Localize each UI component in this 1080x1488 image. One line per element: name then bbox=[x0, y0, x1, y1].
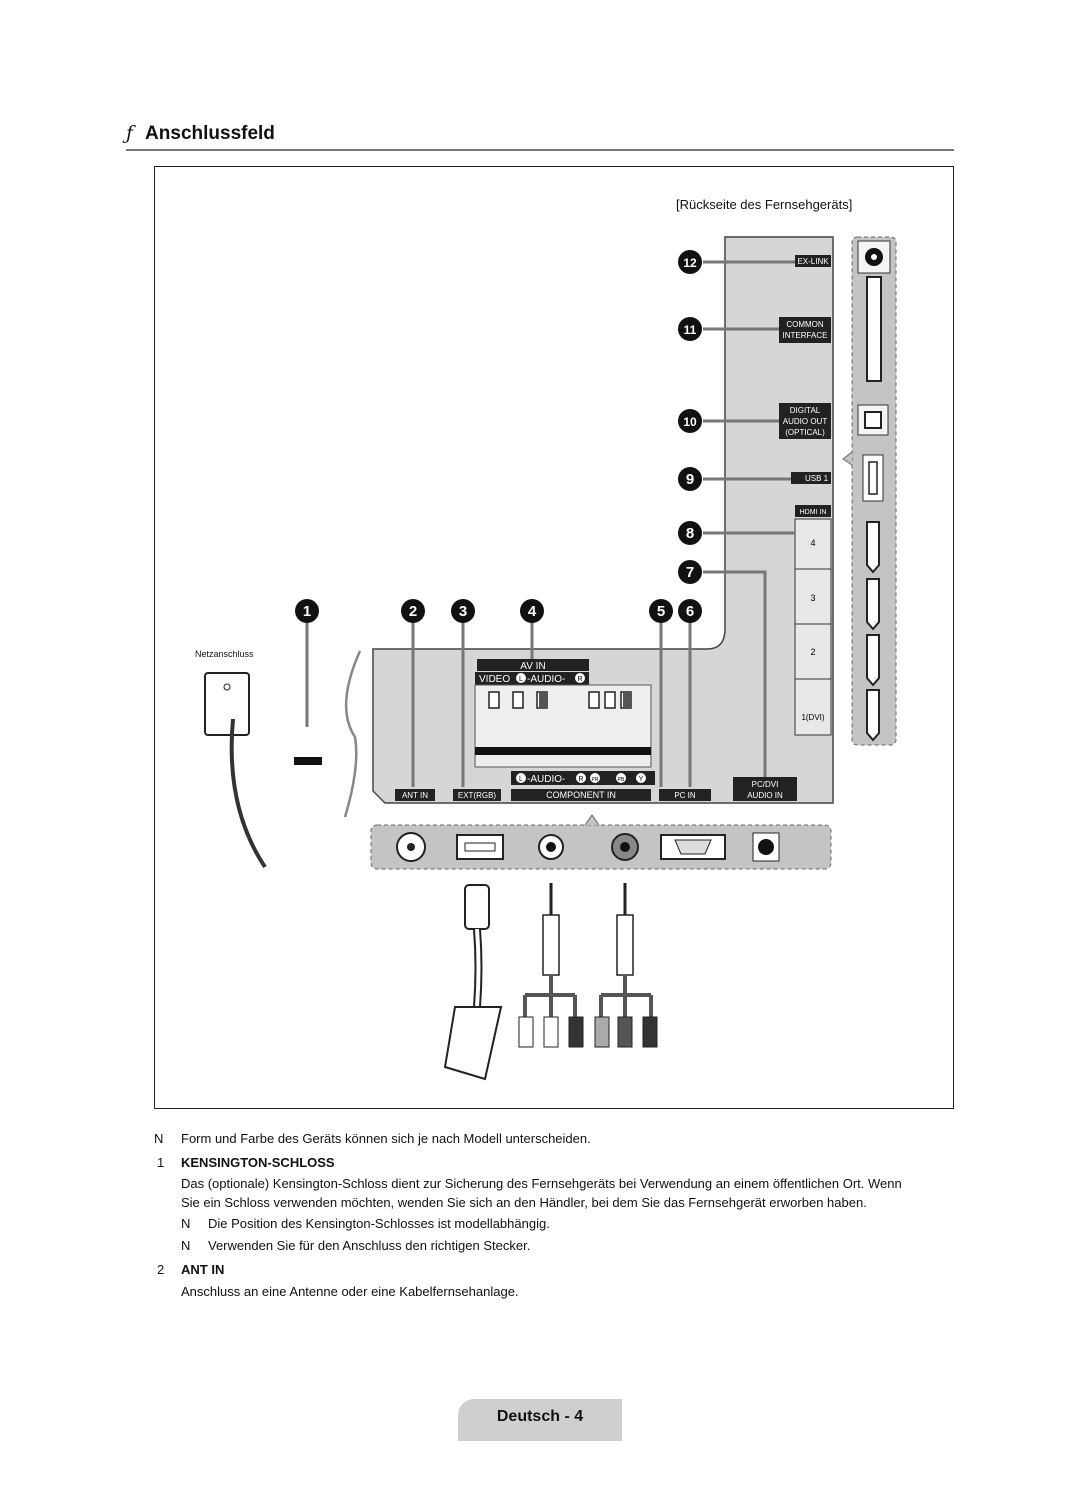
sub1-text: Die Position des Kensington-Schlosses is… bbox=[208, 1216, 550, 1231]
callout-lines bbox=[305, 260, 795, 787]
page-footer: Deutsch - 4 bbox=[458, 1399, 622, 1441]
video-label: VIDEO bbox=[479, 674, 510, 685]
item2-number: 2 bbox=[157, 1262, 165, 1277]
callout-circle-2 bbox=[401, 599, 425, 623]
note1-text: Form und Farbe des Geräts können sich je… bbox=[181, 1131, 591, 1146]
callout-circle-1 bbox=[295, 599, 319, 623]
hdmi-2-label: 2 bbox=[810, 647, 815, 657]
callout-number-7: 7 bbox=[686, 564, 694, 581]
digital-audio-label-1: DIGITAL bbox=[790, 406, 821, 415]
pr-label: PR bbox=[592, 777, 599, 783]
callout-circle-9 bbox=[678, 467, 702, 491]
hdmi-4-label: 4 bbox=[810, 538, 815, 548]
av-cable-icon bbox=[518, 883, 584, 1048]
hdmi-3-label: 3 bbox=[810, 593, 815, 603]
item2-text: Anschluss an eine Antenne oder eine Kabe… bbox=[181, 1284, 519, 1299]
pcdvi-label-2: AUDIO IN bbox=[747, 791, 783, 800]
sub2-text: Verwenden Sie für den Anschluss den rich… bbox=[208, 1238, 531, 1253]
callout-circle-11 bbox=[678, 317, 702, 341]
digital-audio-label-3: (OPTICAL) bbox=[785, 428, 825, 437]
av-in-label: AV IN bbox=[520, 661, 545, 672]
common-interface-label-2: INTERFACE bbox=[783, 331, 828, 340]
digital-audio-label-2: AUDIO OUT bbox=[783, 417, 828, 426]
callout-number-4: 4 bbox=[528, 603, 537, 620]
pc-in-label: PC IN bbox=[674, 791, 696, 800]
diagram-frame: [Rückseite des Fernsehgeräts] EX-LINK CO… bbox=[154, 166, 954, 1109]
callout-number-6: 6 bbox=[686, 603, 694, 620]
section-symbol: ƒ bbox=[126, 122, 134, 144]
section-title: ƒ Anschlussfeld bbox=[126, 122, 275, 145]
callout-number-11: 11 bbox=[684, 323, 697, 337]
callout-circle-3 bbox=[451, 599, 475, 623]
hdmi-1-dvi-label: 1(DVI) bbox=[801, 713, 824, 722]
kensington-slot-icon bbox=[294, 757, 322, 765]
component-cable-icon bbox=[594, 883, 658, 1048]
y-label: Y bbox=[639, 776, 644, 783]
callout-number-2: 2 bbox=[409, 603, 417, 620]
callout-number-9: 9 bbox=[686, 471, 694, 488]
power-label: Netzanschluss bbox=[195, 649, 254, 659]
hdmi-in-label: HDMI IN bbox=[800, 509, 827, 516]
comp-l-label: L bbox=[519, 776, 523, 783]
callout-number-12: 12 bbox=[683, 256, 697, 270]
common-interface-slot-icon bbox=[866, 276, 882, 382]
item2-heading: ANT IN bbox=[181, 1262, 225, 1277]
bottom-port-icons bbox=[396, 832, 780, 862]
callout-circle-7 bbox=[678, 560, 702, 584]
ex-link-label: EX-LINK bbox=[797, 257, 829, 266]
av-audio-label: -AUDIO- bbox=[527, 674, 565, 685]
callout-circle-10 bbox=[678, 409, 702, 433]
comp-audio-label: -AUDIO- bbox=[527, 774, 565, 785]
sub1-symbol: N bbox=[181, 1216, 191, 1231]
section-title-text: Anschlussfeld bbox=[145, 123, 275, 144]
item1-text-line1: Das (optionale) Kensington-Schloss dient… bbox=[181, 1176, 902, 1191]
usb-label: USB 1 bbox=[805, 474, 829, 483]
callout-circle-8 bbox=[678, 521, 702, 545]
callout-number-8: 8 bbox=[686, 525, 694, 542]
component-in-label: COMPONENT IN bbox=[546, 790, 616, 800]
callout-circle-6 bbox=[678, 599, 702, 623]
av-r-label: R bbox=[577, 676, 582, 683]
note1-symbol: N bbox=[154, 1131, 164, 1146]
power-socket-icon bbox=[204, 672, 250, 736]
diagram-caption: [Rückseite des Fernsehgeräts] bbox=[676, 197, 852, 212]
hdmi-side-icons bbox=[866, 521, 880, 742]
pb-label: PB bbox=[618, 777, 625, 783]
callout-circle-4 bbox=[520, 599, 544, 623]
callout-circle-12 bbox=[678, 250, 702, 274]
item1-heading: KENSINGTON-SCHLOSS bbox=[181, 1155, 335, 1170]
connection-panel-diagram: [Rückseite des Fernsehgeräts] EX-LINK CO… bbox=[195, 197, 897, 1081]
sub2-symbol: N bbox=[181, 1238, 191, 1253]
av-l-label: L bbox=[519, 676, 523, 683]
common-interface-label-1: COMMON bbox=[786, 320, 824, 329]
item1-number: 1 bbox=[157, 1155, 165, 1170]
ant-in-label: ANT IN bbox=[402, 791, 428, 800]
comp-r-label: R bbox=[578, 776, 583, 783]
item1-text-line2: Sie ein Schloss verwenden möchten, wende… bbox=[181, 1195, 867, 1210]
callout-number-10: 10 bbox=[683, 415, 697, 429]
ext-rgb-label: EXT(RGB) bbox=[458, 791, 497, 800]
pcdvi-label-1: PC/DVI bbox=[752, 780, 779, 789]
callout-number-1: 1 bbox=[303, 603, 311, 620]
title-divider bbox=[126, 149, 954, 151]
callout-circle-5 bbox=[649, 599, 673, 623]
scart-cable-icon bbox=[443, 884, 503, 1081]
callout-number-5: 5 bbox=[657, 603, 665, 620]
callout-number-3: 3 bbox=[459, 603, 467, 620]
